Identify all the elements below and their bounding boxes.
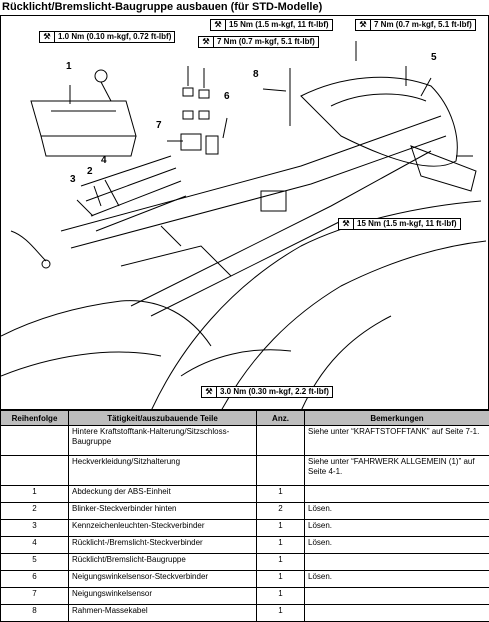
callout-number: 4: [101, 155, 107, 166]
callout-number: 8: [253, 69, 259, 80]
table-row: 6 Neigungswinkelsensor-Steckverbinder 1 …: [1, 571, 489, 588]
procedure-table: Reihenfolge Tätigkeit/auszubauende Teile…: [0, 410, 489, 622]
table-row: 3 Kennzeichenleuchten-Steckverbinder 1 L…: [1, 520, 489, 537]
table-header-row: Reihenfolge Tätigkeit/auszubauende Teile…: [1, 411, 489, 426]
wrench-icon: ⚒: [199, 37, 214, 47]
motorcycle-rear-drawing: [1, 16, 489, 410]
table-row: 2 Blinker-Steckverbinder hinten 2 Lösen.: [1, 503, 489, 520]
table-row: 4 Rücklicht-/Bremslicht-Steckverbinder 1…: [1, 537, 489, 554]
callout-number: 1: [66, 61, 72, 72]
column-header: Anz.: [257, 411, 305, 426]
exploded-diagram: ⚒ 15 Nm (1.5 m-kgf, 11 ft-lbf) ⚒ 7 Nm (0…: [0, 15, 489, 410]
torque-spec: ⚒ 15 Nm (1.5 m-kgf, 11 ft-lbf): [210, 19, 333, 31]
table-row: Hintere Kraftstofftank-Halterung/Sitzsch…: [1, 426, 489, 456]
table-row: 7 Neigungswinkelsensor 1: [1, 588, 489, 605]
torque-spec: ⚒ 1.0 Nm (0.10 m-kgf, 0.72 ft-lbf): [39, 31, 175, 43]
column-header: Reihenfolge: [1, 411, 69, 426]
torque-spec: ⚒ 3.0 Nm (0.30 m-kgf, 2.2 ft-lbf): [201, 386, 333, 398]
torque-spec: ⚒ 15 Nm (1.5 m-kgf, 11 ft-lbf): [338, 218, 461, 230]
table-row: 5 Rücklicht/Bremslicht-Baugruppe 1: [1, 554, 489, 571]
callout-number: 6: [224, 91, 230, 102]
torque-spec: ⚒ 7 Nm (0.7 m-kgf, 5.1 ft-lbf): [198, 36, 319, 48]
wrench-icon: ⚒: [211, 20, 226, 30]
torque-spec: ⚒ 7 Nm (0.7 m-kgf, 5.1 ft-lbf): [355, 19, 476, 31]
table-row: 1 Abdeckung der ABS-Einheit 1: [1, 486, 489, 503]
wrench-icon: ⚒: [40, 32, 55, 42]
callout-number: 2: [87, 166, 93, 177]
wrench-icon: ⚒: [356, 20, 371, 30]
callout-number: 5: [431, 52, 437, 63]
wrench-icon: ⚒: [202, 387, 217, 397]
manual-page: Rücklicht/Bremslicht-Baugruppe ausbauen …: [0, 0, 489, 600]
callout-number: 7: [156, 120, 162, 131]
column-header: Tätigkeit/auszubauende Teile: [69, 411, 257, 426]
callout-number: 3: [70, 174, 76, 185]
table-row: Heckverkleidung/Sitzhalterung Siehe unte…: [1, 456, 489, 486]
page-title: Rücklicht/Bremslicht-Baugruppe ausbauen …: [2, 1, 322, 13]
table-row: 8 Rahmen-Massekabel 1: [1, 605, 489, 622]
wrench-icon: ⚒: [339, 219, 354, 229]
column-header: Bemerkungen: [305, 411, 489, 426]
